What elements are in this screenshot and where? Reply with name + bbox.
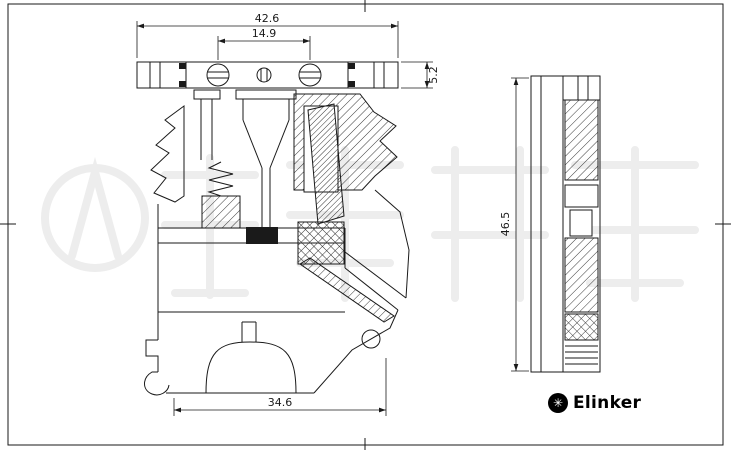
foot-hook (144, 371, 170, 396)
dimension-base-width: 34.6 (173, 358, 387, 416)
front-view (144, 89, 410, 396)
left-post-cap (193, 89, 221, 100)
side-window (569, 209, 593, 237)
side-view-body (530, 75, 601, 373)
conductor-solid-section (246, 227, 278, 244)
clamp-spring (207, 161, 234, 197)
brand-logo: ✳ Elinker (548, 393, 641, 413)
top-view-body (136, 61, 399, 89)
side-step (564, 184, 599, 208)
dimension-overall-height: 46.5 (499, 77, 529, 372)
clamp-mark (348, 63, 355, 69)
elinker-logo-icon: ✳ (548, 393, 568, 413)
right-outline-lower (313, 309, 399, 394)
side-hatched-lower (564, 237, 599, 313)
side-crosshatched (564, 313, 599, 341)
dim-overall-height-label: 46.5 (499, 212, 512, 237)
side-hatched-upper (564, 99, 599, 181)
frame-border (7, 3, 724, 446)
rail-cavity (205, 341, 297, 394)
dim-screw-spacing-label: 14.9 (252, 27, 277, 40)
angled-conductor (299, 257, 395, 323)
clamp-nut-section (297, 221, 345, 265)
right-outline-upper (374, 189, 410, 299)
right-screw-head (298, 63, 322, 87)
center-hole (256, 67, 272, 83)
left-screw-head (206, 63, 230, 87)
clamp-mark (348, 81, 355, 87)
side-view (530, 75, 601, 373)
dimension-top-width: 42.6 (136, 12, 399, 58)
dim-base-width-label: 34.6 (268, 396, 293, 409)
clamp-mark (179, 81, 186, 87)
center-cap (235, 89, 297, 100)
clamp-mark (179, 63, 186, 69)
logo-glyph: ✳ (552, 396, 564, 410)
left-clamp-body (201, 195, 241, 229)
mounting-hole (361, 329, 381, 349)
top-view (136, 61, 399, 89)
dimension-rail-thickness: 5.2 (401, 61, 440, 89)
foot-notch (145, 339, 159, 372)
dimension-screw-spacing: 14.9 (217, 27, 311, 60)
dim-rail-thickness-label: 5.2 (427, 66, 440, 84)
retaining-clip (150, 105, 185, 203)
clamp-screw (307, 103, 345, 225)
brand-name: Elinker (573, 393, 642, 413)
dim-top-width-label: 42.6 (255, 12, 280, 25)
